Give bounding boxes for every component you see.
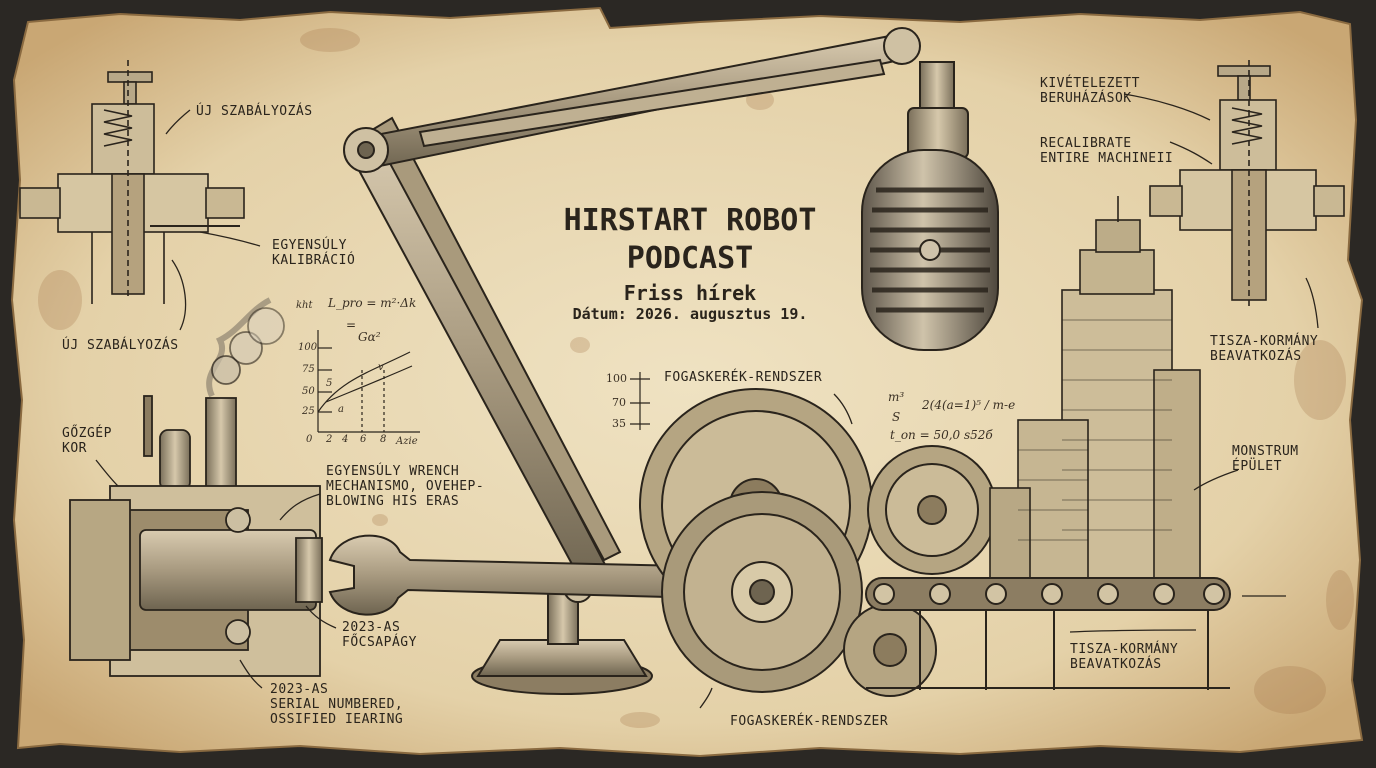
label-monstrum: MONSTRUM ÉPÜLET	[1232, 444, 1299, 474]
label-fogaskerek-top: FOGASKERÉK-RENDSZER	[664, 370, 823, 385]
label-recalibrate: RECALIBRATE ENTIRE MACHINEII	[1040, 136, 1174, 166]
graph-marker: 5	[326, 378, 333, 389]
skyscrapers	[989, 196, 1201, 591]
label-kivetelezett: KIVÉTELEZETT BERUHÁZÁSOK	[1040, 76, 1140, 106]
formula-lhs-den: S	[892, 410, 901, 424]
label-gozgep-kor: GŐZGÉP KOR	[62, 426, 112, 456]
graph-x-tick: 0	[306, 434, 313, 445]
conveyor	[865, 577, 1231, 690]
valve-diagram-right	[1149, 60, 1345, 310]
gear-scale-tick: 100	[606, 372, 627, 385]
microphone	[861, 107, 999, 351]
label-egyensuly-wrench: EGYENSÚLY WRENCH MECHANISMO, OVEHEP- BLO…	[326, 464, 485, 509]
graph-y-tick: 100	[298, 342, 318, 353]
title-line-2: PODCAST	[626, 241, 754, 276]
gear-scale-tick: 35	[612, 417, 626, 430]
label-tisza-top: TISZA-KORMÁNY BEAVATKOZÁS	[1210, 334, 1319, 364]
label-fogaskerek-bottom: FOGASKERÉK-RENDSZER	[730, 714, 889, 729]
formula-line-2: t_on = 50,0 s52б	[890, 428, 993, 442]
graph-x-tick: 4	[342, 434, 349, 445]
gear-scale-tick: 70	[612, 396, 626, 409]
graph-y-unit: kht	[296, 300, 313, 311]
label-serial: 2023-AS SERIAL NUMBERED, OSSIFIED IEARIN…	[270, 682, 404, 727]
label-uj-szabalyozas-top: ÚJ SZABÁLYOZÁS	[196, 104, 313, 119]
date: Dátum: 2026. augusztus 19.	[572, 305, 808, 323]
sketch-graph	[317, 330, 420, 433]
graph-y-tick: 50	[302, 386, 315, 397]
graph-y-tick: 75	[302, 364, 315, 375]
gears	[639, 388, 997, 697]
graph-formula-top: L_pro = m²·Δk	[328, 296, 417, 310]
title-line-1: HIRSTART ROBOT	[563, 203, 817, 238]
graph-marker: v	[378, 362, 384, 373]
graph-x-tick: 6	[360, 434, 367, 445]
graph-formula-denominator: Gα²	[358, 330, 381, 344]
gear-scale	[630, 372, 650, 430]
steam-engine	[69, 297, 323, 677]
formula-lhs-num: m³	[888, 390, 905, 404]
label-egyensuly-kalibracio: EGYENSÚLY KALIBRÁCIÓ	[272, 238, 356, 268]
label-uj-szabalyozas-bottom: ÚJ SZABÁLYOZÁS	[62, 338, 179, 353]
valve-diagram-left	[19, 60, 245, 304]
label-tisza-bottom: TISZA-KORMÁNY BEAVATKOZÁS	[1070, 642, 1179, 672]
page-title: HIRSTART ROBOT PODCAST	[520, 202, 860, 278]
graph-marker: a	[338, 404, 344, 415]
graph-y-tick: 25	[302, 406, 315, 417]
graph-x-tick: 2	[326, 434, 333, 445]
graph-x-unit: Azie	[396, 436, 418, 447]
subtitle: Friss hírek	[623, 281, 757, 305]
robot-arm	[343, 27, 955, 695]
graph-formula-eq: =	[346, 318, 357, 332]
leader-arrows	[95, 93, 1319, 709]
formula-rhs: 2(4(a=1)⁵ / m-e	[922, 398, 1016, 412]
label-focsapagy: 2023-AS FŐCSAPÁGY	[342, 620, 417, 650]
graph-x-tick: 8	[380, 434, 387, 445]
